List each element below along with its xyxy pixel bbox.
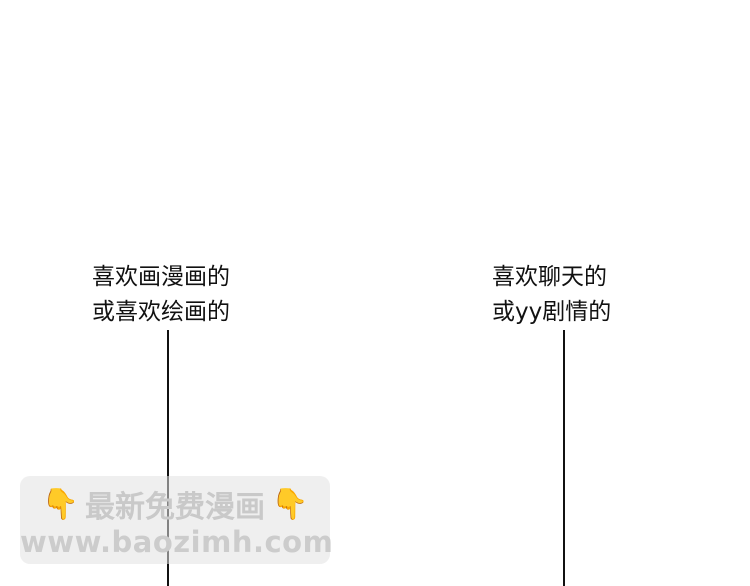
watermark: 👇 最新免费漫画 👇 www.baozimh.com (20, 476, 334, 564)
right-caption-line2: 或yy剧情的 (492, 299, 612, 325)
left-caption-line1: 喜欢画漫画的 (92, 264, 230, 290)
left-caption-line2: 或喜欢绘画的 (92, 299, 230, 325)
right-divider-line (563, 330, 565, 586)
left-divider-line (167, 330, 169, 586)
watermark-title-row: 👇 最新免费漫画 👇 (20, 484, 330, 526)
pointing-down-hand-icon: 👇 (271, 486, 309, 522)
watermark-title: 最新免费漫画 (85, 490, 265, 525)
right-caption-line1: 喜欢聊天的 (492, 264, 607, 290)
right-caption: 喜欢聊天的 或yy剧情的 (492, 260, 611, 330)
left-caption: 喜欢画漫画的 或喜欢绘画的 (92, 260, 230, 330)
pointing-down-hand-icon: 👇 (41, 486, 79, 522)
watermark-url: www.baozimh.com (20, 525, 334, 559)
